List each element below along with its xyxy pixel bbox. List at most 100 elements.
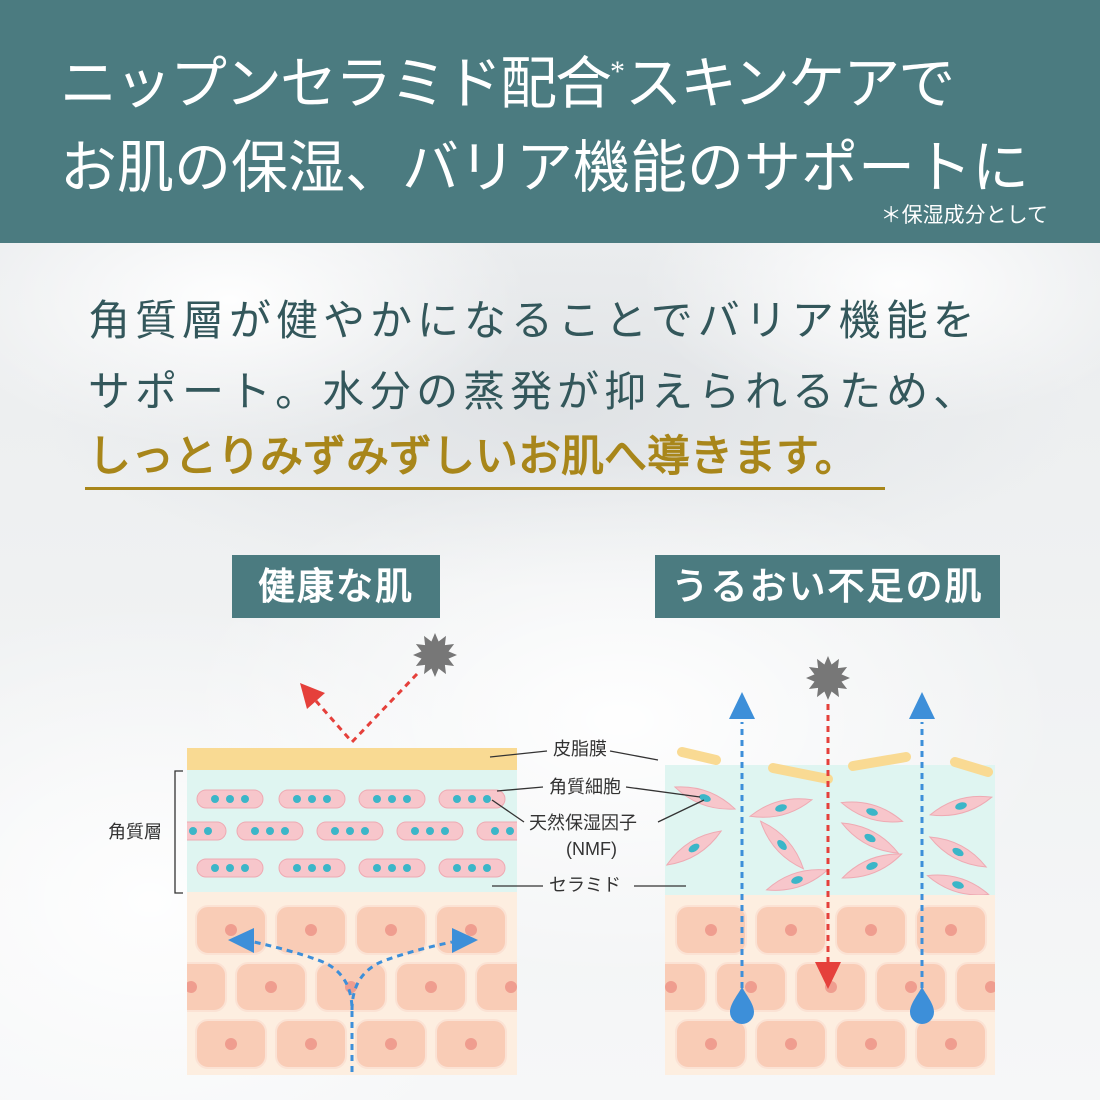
corneocyte <box>396 821 464 841</box>
stratum-bracket <box>174 770 183 894</box>
healthy-skin-diagram <box>187 633 517 1075</box>
nmf-dot <box>777 839 787 851</box>
nmf-dot <box>411 827 419 835</box>
nmf-dot <box>308 864 316 872</box>
highlight-underline <box>85 487 885 490</box>
headline-line-2: お肌の保湿、バリア機能のサポートに <box>60 137 1029 200</box>
skin-cell-nucleus <box>665 981 677 993</box>
dry-skin-label: うるおい不足の肌 <box>655 555 1000 618</box>
skin-cell-nucleus <box>505 981 517 993</box>
corneocyte <box>196 858 264 878</box>
corneocyte-label: 角質細胞 <box>549 777 621 797</box>
nmf-dot <box>952 881 964 889</box>
nmf-dot <box>373 795 381 803</box>
nmf-dot <box>952 847 964 857</box>
skin-cell-nucleus <box>305 924 317 936</box>
skin-cell-nucleus <box>785 1038 797 1050</box>
skin-cell <box>435 905 507 955</box>
headline-main: ニップンセラミド配合 <box>60 53 612 116</box>
nmf-dot <box>688 843 700 853</box>
skin-cell <box>665 962 707 1012</box>
skin-cell <box>355 1019 427 1069</box>
nmf-dot <box>226 864 234 872</box>
skin-cell-nucleus <box>465 1038 477 1050</box>
leader-line <box>625 786 701 798</box>
skin-cell-body <box>665 962 707 1012</box>
stimulus-path <box>314 672 419 745</box>
skin-cell <box>675 905 747 955</box>
stratum-corneum-layer <box>665 765 995 895</box>
nmf-dot <box>483 795 491 803</box>
sebum-fragment <box>848 752 911 771</box>
arrowhead-up-left-icon <box>300 683 325 709</box>
corneocyte <box>748 798 814 818</box>
nmf-dot <box>403 864 411 872</box>
moisture-loss-arrows <box>729 692 935 1024</box>
skin-cell-nucleus <box>985 981 995 993</box>
footnote-mark: * <box>610 55 625 88</box>
nmf-dot <box>293 795 301 803</box>
sebum-fragment <box>768 763 833 784</box>
nmf-dot <box>346 827 354 835</box>
nmf-dot <box>441 827 449 835</box>
nmf-dot <box>388 795 396 803</box>
intro-line-2: サポート。水分の蒸発が抑えられるため、 <box>88 368 981 415</box>
corneocyte <box>438 858 506 878</box>
leader-line <box>609 750 659 761</box>
nmf-dot <box>468 795 476 803</box>
nmf-dot <box>189 827 197 835</box>
skin-cell-nucleus <box>465 924 477 936</box>
nmf-dot <box>388 864 396 872</box>
corneocyte <box>673 786 737 810</box>
dry-skin-diagram <box>665 656 995 1075</box>
skin-cell <box>875 962 947 1012</box>
nmf-dot <box>453 795 461 803</box>
skin-cell <box>755 1019 827 1069</box>
skin-cell <box>187 962 227 1012</box>
corneocyte <box>840 801 904 823</box>
intro-highlight: しっとりみずみずしいお肌へ導きます。 <box>88 433 858 481</box>
corneocyte <box>278 789 346 809</box>
nmf-dot <box>955 802 967 810</box>
nmf-dot <box>323 795 331 803</box>
nmf-dot <box>491 827 499 835</box>
corneocyte-scatter <box>665 786 993 895</box>
nmf-dot <box>266 827 274 835</box>
corneocyte <box>929 795 993 817</box>
nmf-dot <box>241 864 249 872</box>
nmf-label: 天然保湿因子 <box>529 813 637 833</box>
corneocyte <box>928 836 988 868</box>
skin-cell-nucleus <box>865 1038 877 1050</box>
nmf-dot <box>483 864 491 872</box>
nmf-dot <box>308 795 316 803</box>
skin-cell <box>915 905 987 955</box>
nmf-dot <box>331 827 339 835</box>
headline-tail: スキンケアで <box>625 53 955 116</box>
corneocyte <box>665 830 723 866</box>
healthy-skin-label: 健康な肌 <box>232 555 440 618</box>
skin-cell-nucleus <box>945 924 957 936</box>
skin-cell <box>275 905 347 955</box>
skin-cell <box>835 905 907 955</box>
corneocyte <box>358 858 426 878</box>
skin-cell <box>475 962 517 1012</box>
nmf-dot <box>426 827 434 835</box>
skin-cell <box>795 962 867 1012</box>
skin-cell-nucleus <box>187 981 197 993</box>
starburst-icon <box>413 633 457 677</box>
skin-cell <box>675 1019 747 1069</box>
starburst-icon <box>806 656 850 700</box>
sebum-fragment <box>677 747 721 765</box>
skin-cell-nucleus <box>905 981 917 993</box>
nmf-dot <box>699 794 711 802</box>
skin-cell-nucleus <box>225 924 237 936</box>
nmf-dot <box>226 795 234 803</box>
nmf-dot <box>241 795 249 803</box>
skin-cell <box>435 1019 507 1069</box>
header-banner: ニップンセラミド配合*スキンケアで お肌の保湿、バリア機能のサポートに ＊保湿成… <box>0 0 1100 243</box>
corneocyte <box>316 821 384 841</box>
nmf-dot <box>251 827 259 835</box>
skin-cell-body <box>187 962 227 1012</box>
